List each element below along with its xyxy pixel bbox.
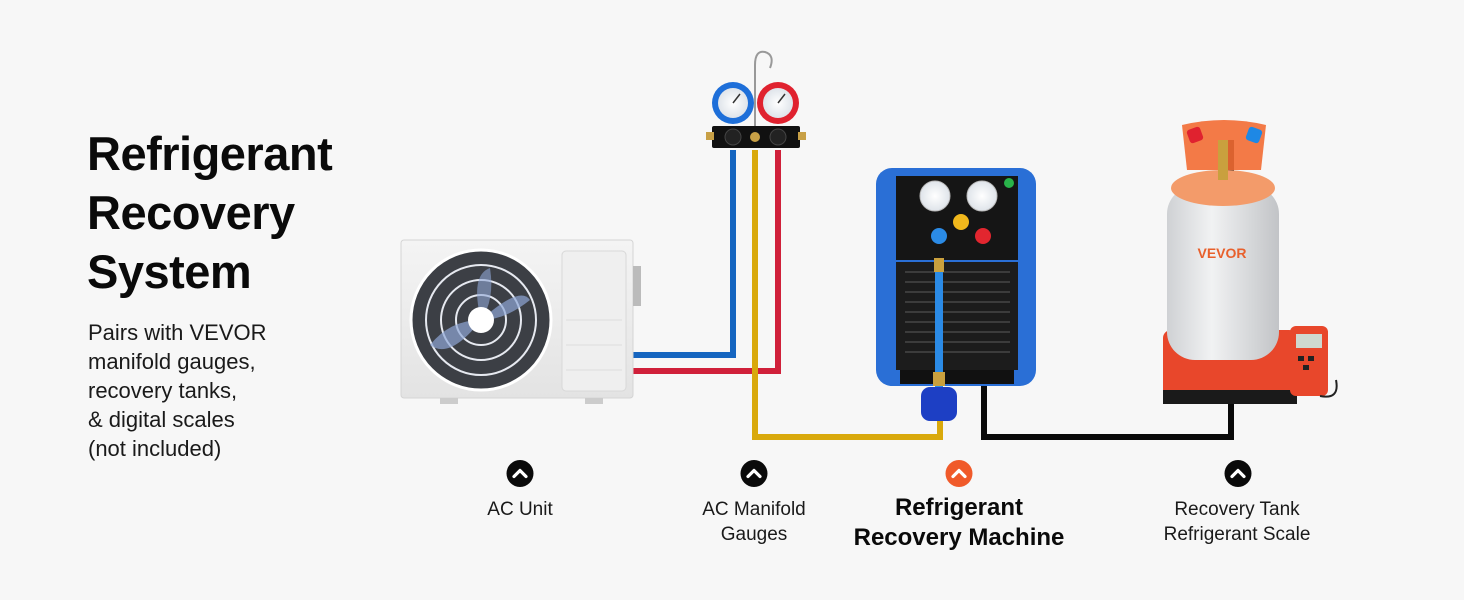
recovery-machine-label: Refrigerant Recovery Machine — [854, 493, 1065, 553]
subtitle-line: Pairs with VEVOR — [88, 320, 267, 345]
subtitle-line: & digital scales — [88, 407, 235, 432]
chevron-up-icon — [1230, 468, 1246, 479]
label-line: Gauges — [720, 524, 788, 545]
title-line: Recovery — [87, 186, 295, 239]
yellow-hose — [752, 150, 943, 440]
ac-unit-marker[interactable] — [506, 460, 534, 487]
label-line: AC Manifold — [702, 499, 806, 520]
chevron-up-icon — [951, 468, 967, 479]
title-line: Refrigerant — [87, 127, 333, 180]
label-line: Recovery Tank — [1174, 499, 1300, 520]
recovery-tank-label: Recovery Tank Refrigerant Scale — [1164, 497, 1311, 547]
ac-unit-illustration — [400, 239, 641, 404]
red-hose — [632, 150, 781, 374]
page-title: Refrigerant Recovery System — [87, 124, 333, 301]
label-line: Refrigerant — [894, 494, 1024, 521]
recovery-machine-illustration — [876, 168, 1036, 421]
chevron-up-icon — [746, 468, 762, 479]
tank-brand-text: VEVOR — [1197, 245, 1246, 261]
blue-hose — [632, 150, 736, 358]
subtitle-line: manifold gauges, — [88, 349, 256, 374]
ac-unit-label: AC Unit — [487, 497, 552, 522]
manifold-gauges-marker[interactable] — [740, 460, 768, 487]
recovery-tank-illustration: VEVOR — [1163, 120, 1338, 404]
manifold-gauges-illustration — [706, 50, 806, 148]
recovery-tank-marker[interactable] — [1224, 460, 1252, 487]
chevron-up-icon — [512, 468, 528, 479]
title-line: System — [87, 245, 252, 298]
subtitle-line: recovery tanks, — [88, 378, 238, 403]
recovery-machine-marker[interactable] — [945, 460, 973, 487]
manifold-gauges-label: AC Manifold Gauges — [702, 497, 806, 547]
label-line: AC Unit — [487, 499, 553, 520]
subtitle: Pairs with VEVOR manifold gauges, recove… — [88, 318, 267, 463]
label-line: Recovery Machine — [853, 524, 1065, 551]
label-line: Refrigerant Scale — [1163, 524, 1311, 545]
subtitle-line: (not included) — [88, 436, 222, 461]
